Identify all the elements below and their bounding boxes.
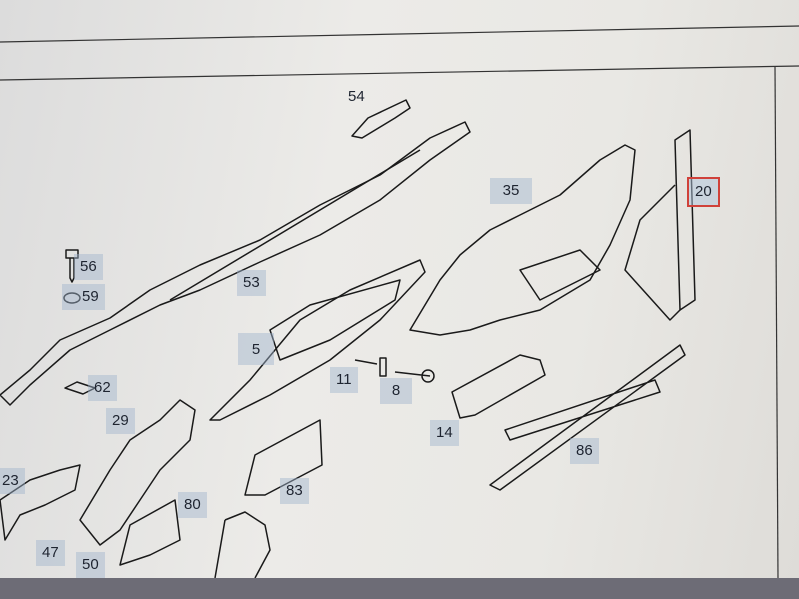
callout-8[interactable]: 8	[380, 378, 412, 404]
part-5	[209, 259, 426, 421]
monitor-bezel	[0, 578, 799, 599]
callout-86[interactable]: 86	[570, 438, 599, 464]
callout-83[interactable]: 83	[280, 478, 309, 504]
callout-23[interactable]: 23	[0, 468, 25, 494]
callout-56[interactable]: 56	[74, 254, 103, 280]
part-20-bracket	[624, 184, 681, 321]
part-35	[409, 144, 636, 336]
part-lower-cover	[214, 511, 271, 579]
frame-line-right	[774, 65, 779, 579]
callout-62[interactable]: 62	[88, 375, 117, 401]
callout-47[interactable]: 47	[36, 540, 65, 566]
part-35-box	[519, 249, 601, 301]
callout-59[interactable]: 59	[62, 284, 105, 310]
part-54	[351, 99, 411, 139]
callout-14[interactable]: 14	[430, 420, 459, 446]
part-5-inner	[269, 279, 401, 361]
part-56-screw	[65, 249, 79, 283]
callout-50[interactable]: 50	[76, 552, 105, 578]
callout-80[interactable]: 80	[178, 492, 207, 518]
part-86	[489, 344, 686, 491]
callout-53[interactable]: 53	[237, 270, 266, 296]
frame-line-top	[0, 25, 799, 43]
callout-20-selected[interactable]: 20	[687, 177, 720, 207]
part-62-clip	[64, 381, 96, 395]
part-80	[119, 499, 181, 566]
part-83	[244, 419, 323, 496]
part-23	[0, 464, 81, 541]
part-8-screw	[394, 369, 435, 383]
callout-5[interactable]: 5	[238, 333, 274, 365]
part-53-edge	[169, 149, 421, 301]
part-29	[79, 399, 196, 546]
callout-54[interactable]: 54	[348, 88, 365, 105]
part-20	[674, 129, 696, 311]
part-59-washer	[63, 292, 81, 304]
callout-35[interactable]: 35	[490, 178, 532, 204]
part-14	[451, 354, 546, 419]
callout-29[interactable]: 29	[106, 408, 135, 434]
part-53	[0, 121, 471, 406]
callout-11[interactable]: 11	[330, 367, 358, 393]
frame-line-inner	[0, 65, 799, 81]
part-11-clip	[354, 357, 387, 377]
